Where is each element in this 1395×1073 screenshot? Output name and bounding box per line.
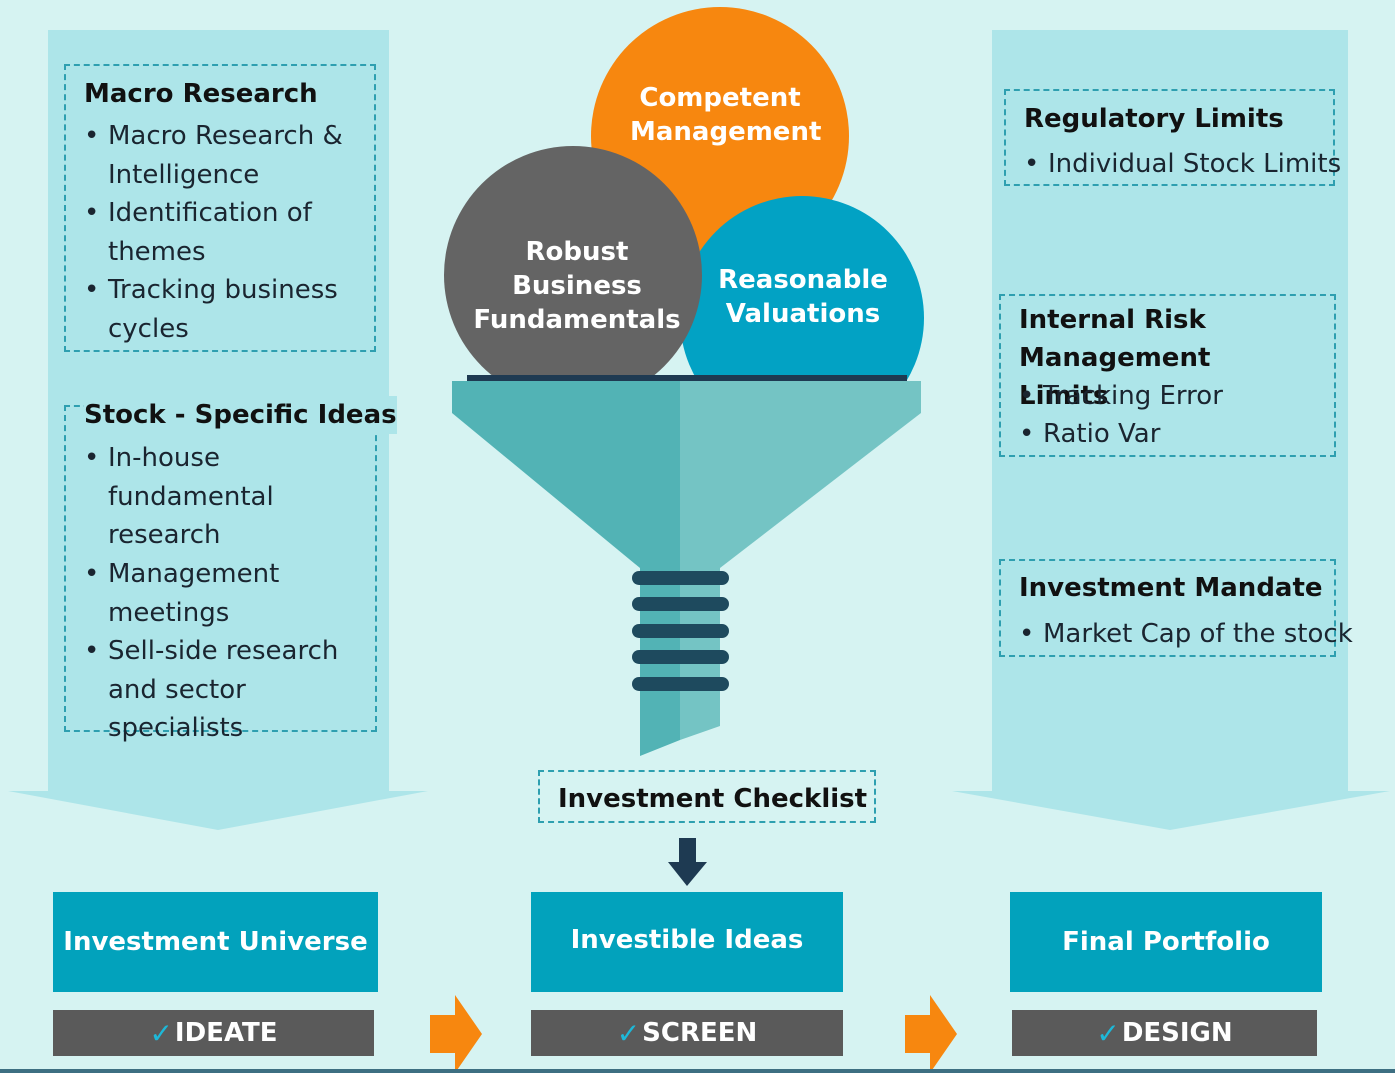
list-item: • Individual Stock Limits xyxy=(1024,145,1342,184)
bullet-icon: • xyxy=(84,275,100,305)
funnel-ring xyxy=(632,650,729,664)
list-item: • In-house fundamental research xyxy=(84,439,284,555)
mandate-item-1: Market Cap of the stock xyxy=(1043,619,1353,649)
bullet-icon: • xyxy=(84,443,100,473)
list-item: • Tracking business cycles xyxy=(84,271,344,348)
orange-arrow-icon xyxy=(430,995,482,1073)
robust-business-label: Robust Business Fundamentals xyxy=(473,237,681,335)
funnel-cone-right xyxy=(680,413,921,568)
macro-research-box xyxy=(64,64,376,352)
macro-item-3: Tracking business cycles xyxy=(108,275,338,344)
list-item: • Market Cap of the stock xyxy=(1019,615,1353,654)
list-item: • Management meetings xyxy=(84,555,304,632)
funnel-ring xyxy=(632,677,729,691)
step-screen: ✓ SCREEN xyxy=(531,1010,843,1056)
bullet-icon: • xyxy=(84,198,100,228)
stage-final-portfolio: Final Portfolio xyxy=(1010,892,1322,992)
macro-research-title: Macro Research xyxy=(84,79,318,109)
macro-item-1: Macro Research & Intelligence xyxy=(108,121,343,190)
investment-checklist-label: Investment Checklist xyxy=(558,784,868,814)
stock-ideas-title: Stock - Specific Ideas xyxy=(84,396,397,434)
internal-risk-box xyxy=(999,294,1336,457)
checkmark-icon: ✓ xyxy=(149,1016,173,1050)
macro-item-2: Identification of themes xyxy=(108,198,312,267)
funnel-ring xyxy=(632,571,729,585)
funnel-rim-right xyxy=(680,381,921,413)
bullet-icon: • xyxy=(1024,149,1040,179)
funnel-ring xyxy=(632,624,729,638)
funnel-ring xyxy=(632,597,729,611)
regulatory-limits-box xyxy=(1004,89,1335,186)
list-item: • Identification of themes xyxy=(84,194,334,271)
step-screen-label: SCREEN xyxy=(642,1018,758,1048)
checkmark-icon: ✓ xyxy=(616,1016,641,1050)
list-item: • Tracking Error xyxy=(1019,377,1319,416)
step-ideate-label: IDEATE xyxy=(174,1018,278,1048)
funnel-rim-line xyxy=(467,375,907,381)
step-design-label: DESIGN xyxy=(1121,1018,1233,1048)
investment-mandate-title: Investment Mandate xyxy=(1019,573,1323,603)
stock-item-3: Sell-side research and sector specialist… xyxy=(108,636,339,743)
stock-item-1: In-house fundamental research xyxy=(108,443,274,550)
down-arrow-icon xyxy=(668,838,707,886)
regulatory-item-1: Individual Stock Limits xyxy=(1048,149,1342,179)
investment-mandate-box xyxy=(999,559,1336,657)
bullet-icon: • xyxy=(84,636,100,666)
stage-investment-universe: Investment Universe xyxy=(53,892,378,992)
risk-item-1: Tracking Error xyxy=(1043,381,1223,411)
circle-robust-business xyxy=(444,146,702,404)
bullet-icon: • xyxy=(1019,619,1035,649)
investment-checklist-box xyxy=(538,770,876,823)
bullet-icon: • xyxy=(1019,419,1035,449)
funnel-cone-left xyxy=(452,413,680,568)
bullet-icon: • xyxy=(84,121,100,151)
step-design: ✓ DESIGN xyxy=(1012,1010,1317,1056)
bullet-icon: • xyxy=(84,559,100,589)
bottom-rule xyxy=(0,1069,1395,1073)
list-item: • Ratio Var xyxy=(1019,415,1319,454)
orange-arrow-icon xyxy=(905,995,957,1073)
bullet-icon: • xyxy=(1019,381,1035,411)
step-ideate: ✓ IDEATE xyxy=(53,1010,374,1056)
stage-investible-ideas: Investible Ideas xyxy=(531,892,843,992)
regulatory-limits-title: Regulatory Limits xyxy=(1024,104,1284,134)
internal-risk-title: Internal Risk Management Limits xyxy=(1019,305,1211,411)
right-panel-arrow xyxy=(952,30,1390,830)
funnel-rim-left xyxy=(452,381,680,413)
risk-item-2: Ratio Var xyxy=(1043,419,1161,449)
list-item: • Sell-side research and sector speciali… xyxy=(84,632,344,748)
stock-item-2: Management meetings xyxy=(108,559,280,628)
list-item: • Macro Research & Intelligence xyxy=(84,117,354,194)
checkmark-icon: ✓ xyxy=(1096,1016,1120,1050)
competent-management-label: Competent Management xyxy=(630,83,822,147)
reasonable-valuations-label: Reasonable Valuations xyxy=(718,265,888,329)
